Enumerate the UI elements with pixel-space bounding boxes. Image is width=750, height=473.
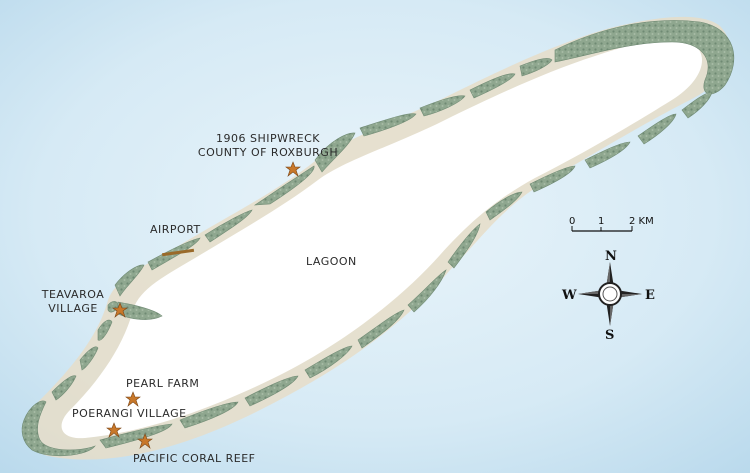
motu-islands <box>21 20 735 457</box>
airstrip <box>162 248 195 257</box>
shipwreck-label-line2: COUNTY OF ROXBURGH <box>197 146 339 159</box>
shipwreck-label: 1906 SHIPWRECK COUNTY OF ROXBURGH <box>168 132 368 160</box>
poerangi-label: POERANGI VILLAGE <box>72 407 187 420</box>
teavaroa-label-line1: TEAVAROA <box>41 288 105 301</box>
lagoon-water <box>61 39 702 439</box>
teavaroa-label-line2: VILLAGE <box>48 302 98 315</box>
airport-label: AIRPORT <box>150 223 201 236</box>
teavaroa-label: TEAVAROA VILLAGE <box>38 288 108 316</box>
lagoon-label: LAGOON <box>306 255 357 268</box>
pacific-coral-reef-label: PACIFIC CORAL REEF <box>133 452 256 465</box>
shipwreck-label-line1: 1906 SHIPWRECK <box>216 132 320 145</box>
pearl-farm-label: PEARL FARM <box>126 377 200 390</box>
